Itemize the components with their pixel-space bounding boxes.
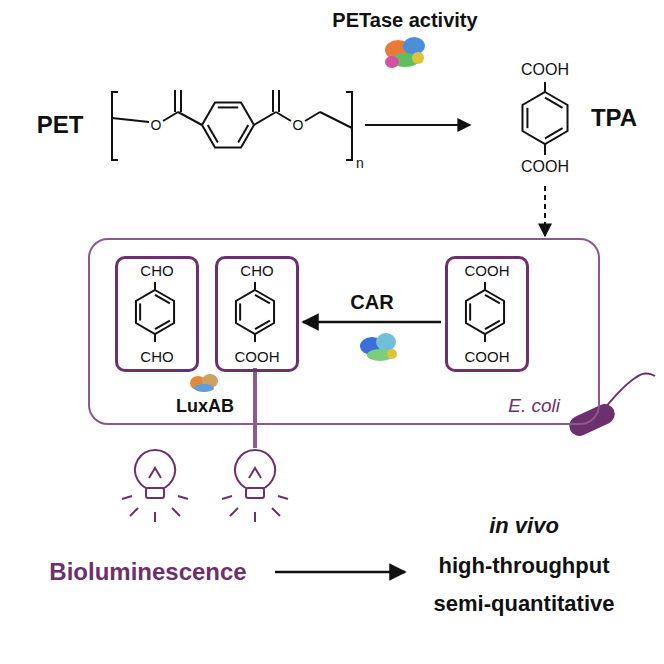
benzene-ring (136, 82, 568, 342)
repeat-index: n (356, 155, 364, 171)
organism-label: E. coli (508, 395, 560, 417)
enzyme-icon (360, 333, 397, 361)
feature-label: semi-quantitative (434, 591, 615, 616)
formula-group: CHO (240, 262, 273, 280)
atom-label: O (151, 117, 162, 133)
bacterium (566, 373, 655, 439)
cell-compartment: E. coli CHO CHO CHO COOH COOH COOH (88, 238, 600, 425)
formula-group: COOH (235, 348, 280, 366)
pet-structure (112, 90, 545, 572)
formula-group: CHO (140, 262, 173, 280)
readout-label: Bioluminescence (49, 558, 246, 586)
light-beam (152, 368, 159, 448)
formula-group: COOH (465, 262, 510, 280)
enzyme-label: CAR (348, 291, 395, 314)
formula-group: COOH (465, 348, 510, 366)
formula-group: COOH (521, 61, 569, 79)
enzyme-label: LuxAB (176, 396, 234, 417)
enzyme-icon (190, 374, 218, 392)
compound-label: TPA (591, 104, 637, 132)
compound-box: CHO COOH (215, 256, 299, 372)
formula-group: CHO (140, 348, 173, 366)
formula-group: COOH (521, 158, 569, 176)
atom-label: O (293, 117, 304, 133)
feature-label: in vivo (489, 513, 559, 538)
light-beam (253, 368, 257, 448)
enzyme-icon (385, 37, 425, 68)
bulb (122, 450, 288, 522)
feature-label: high-throughput (438, 553, 609, 578)
reaction-arrow (303, 321, 441, 324)
compound-box: COOH COOH (445, 256, 529, 372)
compound-box: CHO CHO (115, 256, 199, 372)
enzyme-activity-label: PETase activity (332, 9, 477, 32)
polymer-label: PET (37, 111, 84, 139)
